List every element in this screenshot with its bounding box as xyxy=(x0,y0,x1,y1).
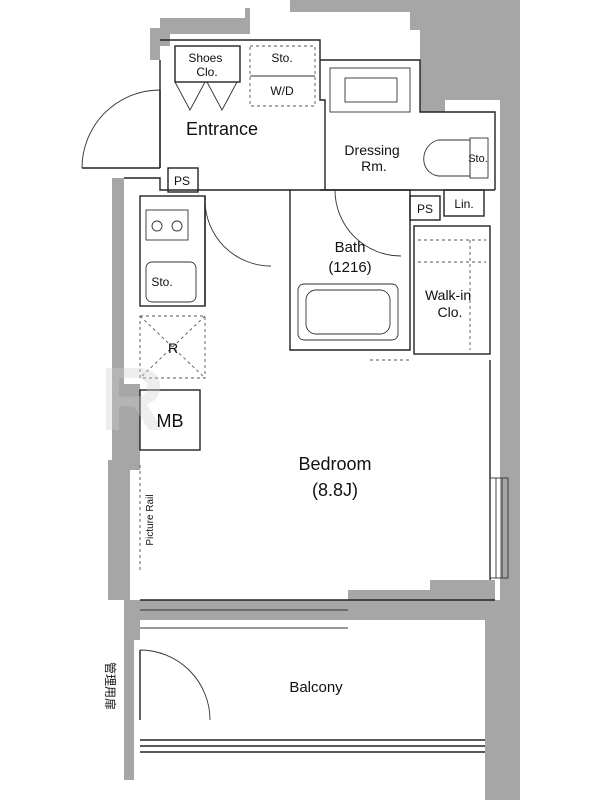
structural-walls xyxy=(108,0,520,800)
storage-dressing-label: Sto. xyxy=(468,153,488,165)
balcony-label: Balcony xyxy=(289,679,343,696)
bath-size-label: (1216) xyxy=(328,259,371,276)
bath-label: Bath xyxy=(335,239,366,256)
walkin-closet-label: Walk-in Clo. xyxy=(425,287,475,320)
watermark-text: R xyxy=(100,350,165,450)
bedroom-size-label: (8.8J) xyxy=(312,480,358,500)
room-labels: Shoes Clo. Sto. W/D Entrance Dressing Rm… xyxy=(103,51,488,710)
wd-label: W/D xyxy=(270,84,294,98)
storage-kitchen-label: Sto. xyxy=(151,275,172,289)
dressing-room-label: Dressing Rm. xyxy=(344,142,403,174)
maintenance-door-label: 管理用扉 xyxy=(103,662,118,710)
picture-rail-label: Picture Rail xyxy=(145,494,156,545)
storage-top-label: Sto. xyxy=(271,51,292,65)
door-swings xyxy=(81,81,402,721)
ps-left-label: PS xyxy=(174,174,190,188)
interior-lines xyxy=(124,39,509,753)
refrigerator-label: R xyxy=(168,340,178,356)
shoes-closet-label: Shoes Clo. xyxy=(188,51,225,79)
ps-right-label: PS xyxy=(417,202,433,216)
entrance-label: Entrance xyxy=(186,119,258,139)
mb-label: MB xyxy=(157,411,184,431)
linen-label: Lin. xyxy=(454,197,473,211)
bedroom-label: Bedroom xyxy=(298,454,371,474)
